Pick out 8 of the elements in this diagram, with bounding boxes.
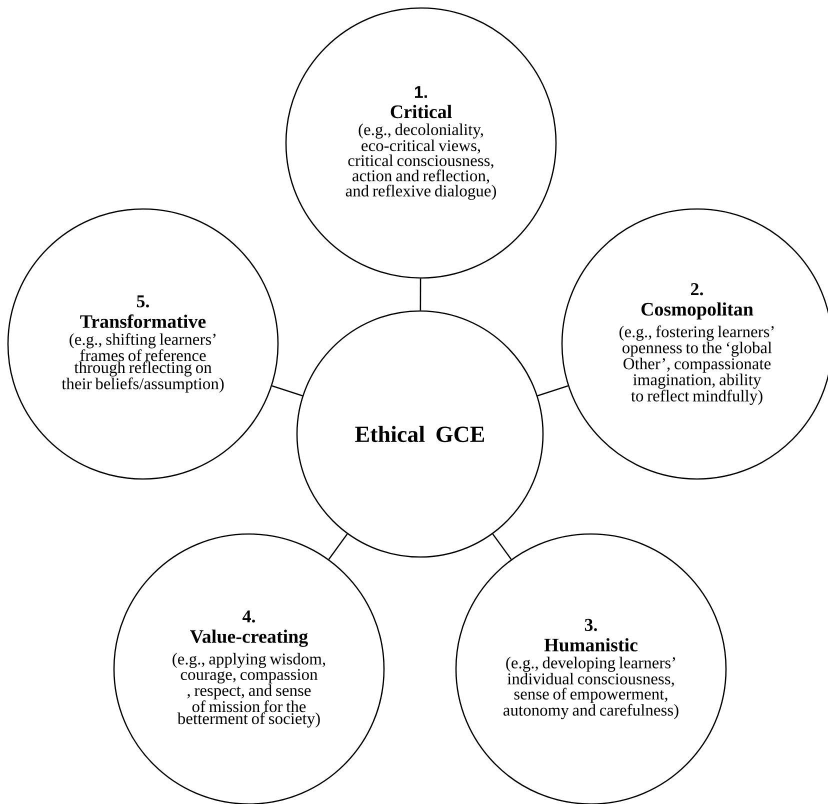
connector-line xyxy=(537,385,568,396)
connector-line xyxy=(492,534,512,560)
connector-line xyxy=(420,278,422,310)
circle-node: Ethical GCE xyxy=(296,310,544,558)
circle-node: 5. Transformative (e.g., shifting learners’ frames of reference through reflecting on their beliefs/assumption) xyxy=(7,208,279,480)
connector-line xyxy=(272,385,303,396)
circle-node: 1. Critical (e.g., decoloniality, eco-critical views, critical consciousness, action and reflection, and reflexive dialogue) xyxy=(285,7,557,279)
connector-line xyxy=(328,534,348,560)
